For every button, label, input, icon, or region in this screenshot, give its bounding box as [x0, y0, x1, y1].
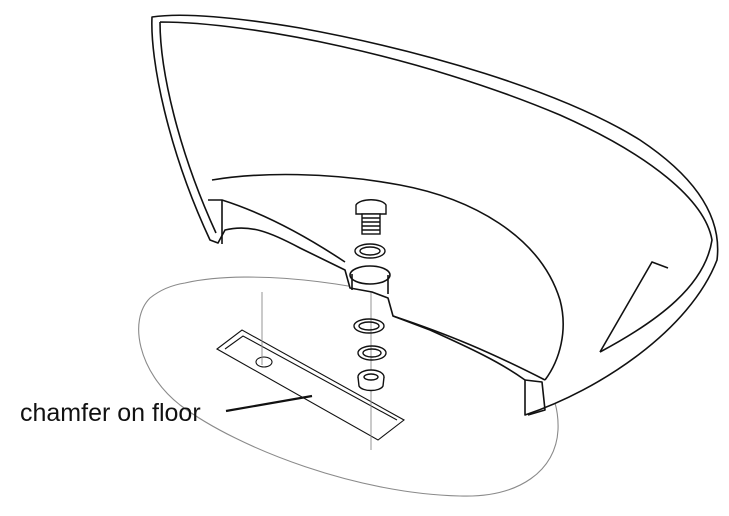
- lower-washer: [357, 345, 387, 361]
- annotation-leader-line: [225, 394, 313, 413]
- drain-nut: [357, 369, 385, 392]
- middle-washer: [353, 318, 385, 334]
- upper-washer: [354, 243, 386, 259]
- chamfer-label: chamfer on floor: [20, 399, 201, 427]
- floor-drain-slot: [216, 329, 405, 441]
- tub-shell: [151, 14, 719, 416]
- drain-plug: [355, 199, 387, 235]
